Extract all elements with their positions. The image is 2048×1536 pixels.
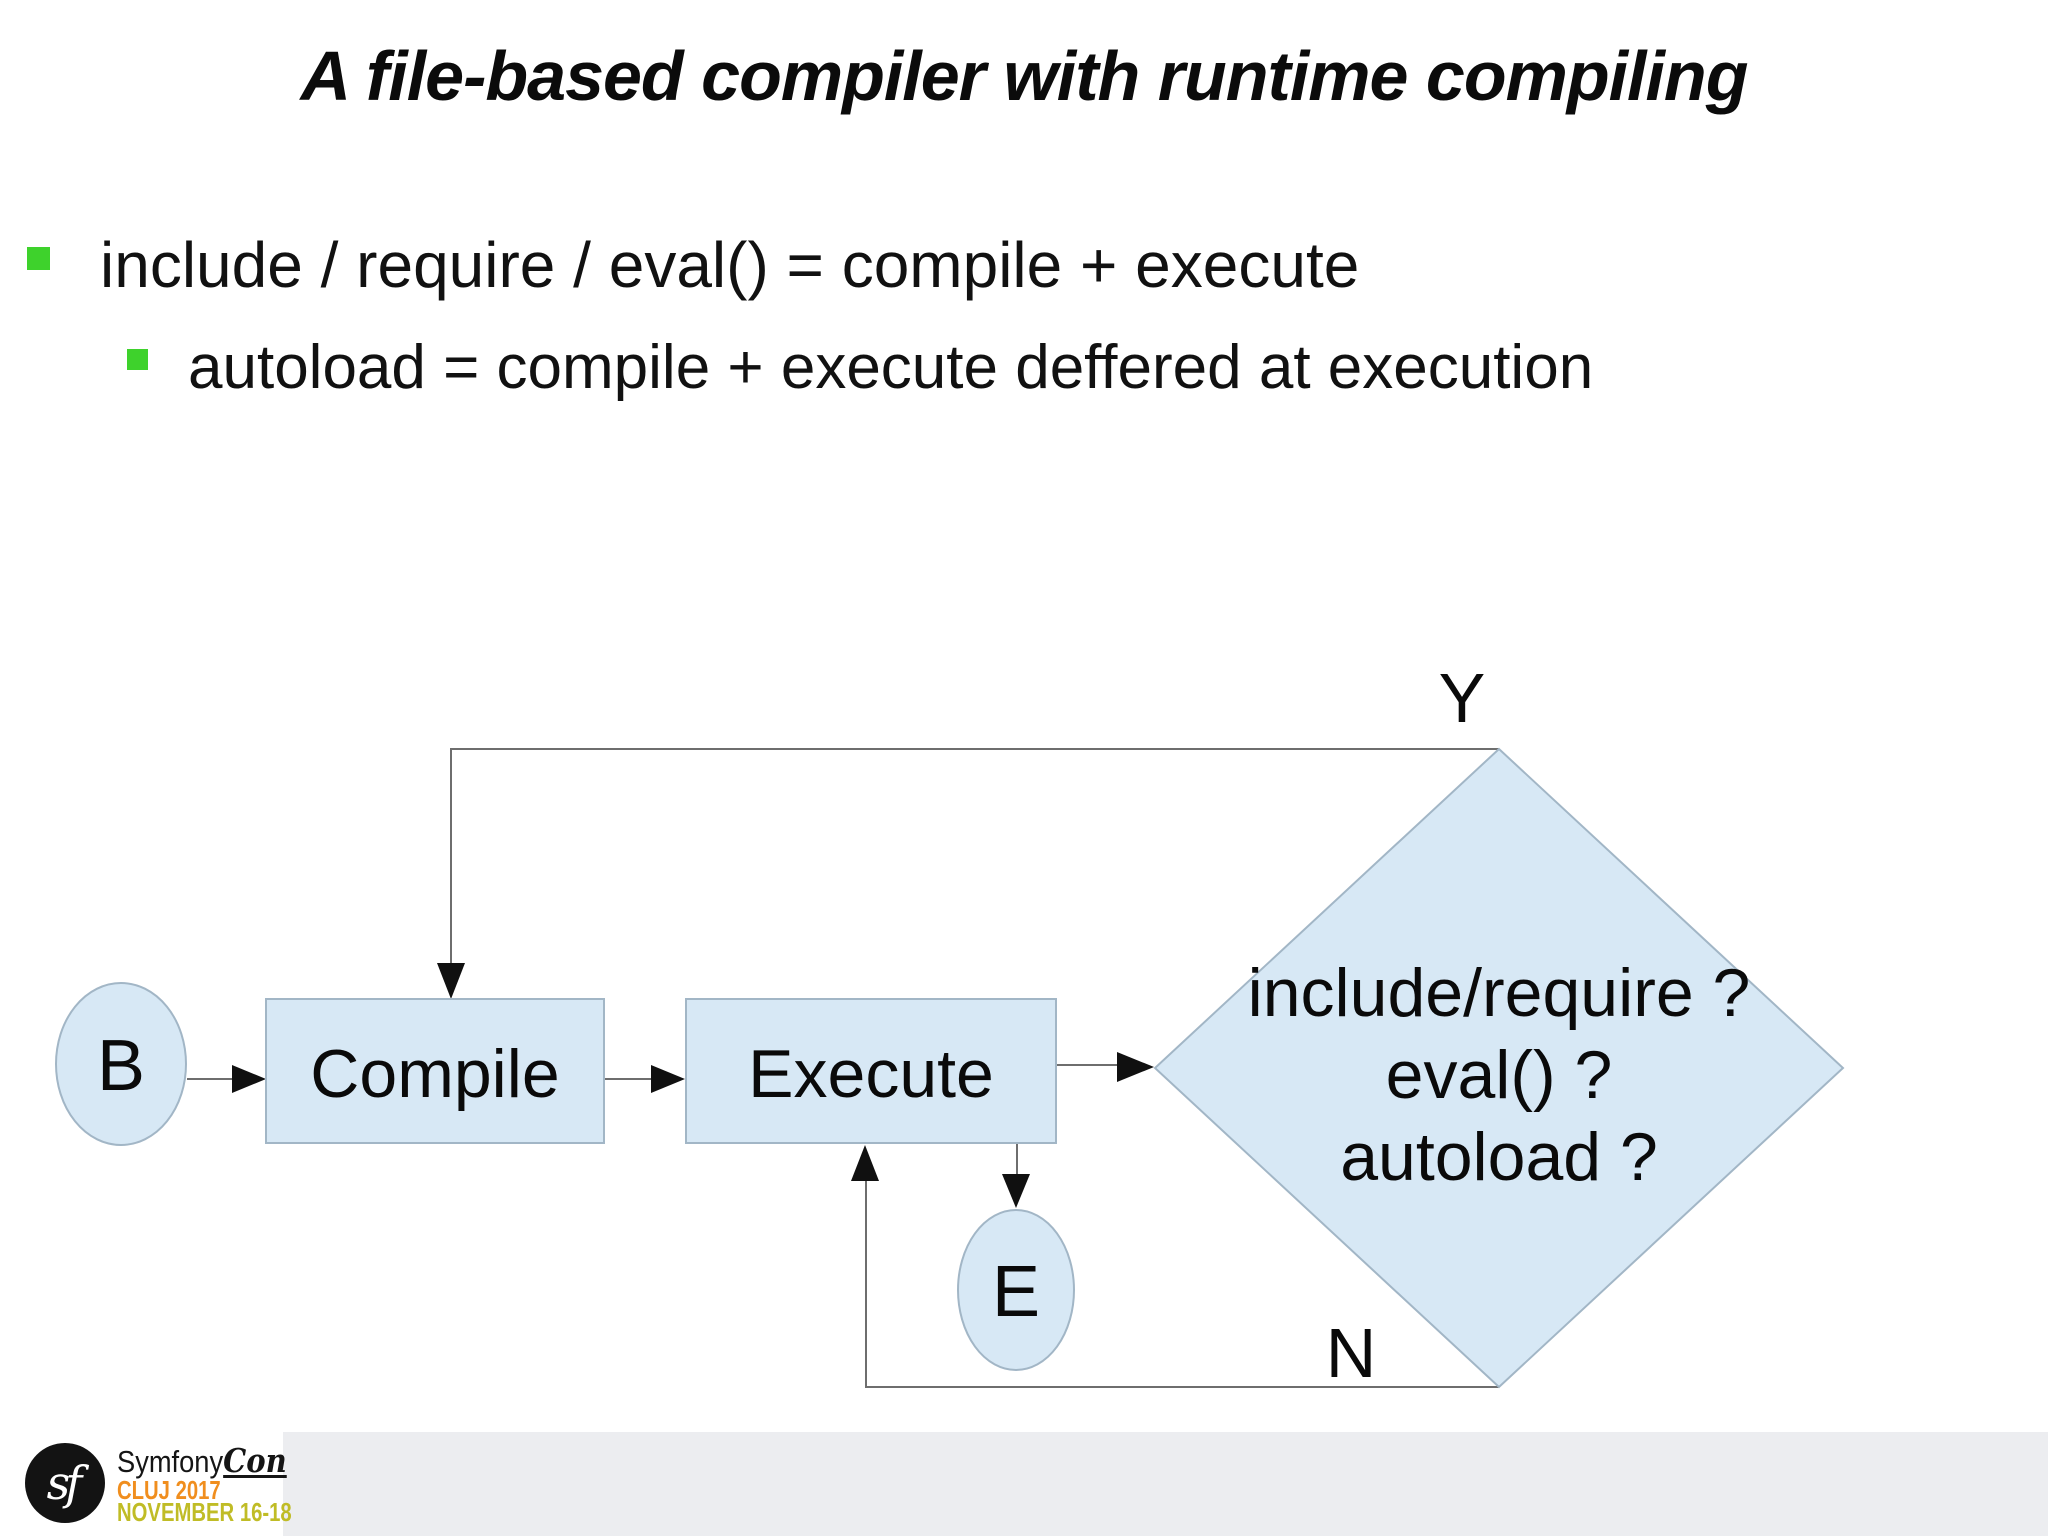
event-location: CLUJ 2017	[117, 1475, 221, 1505]
node-execute	[685, 998, 1057, 1144]
symfony-logo-icon: sf	[25, 1443, 105, 1523]
node-decision-line3: autoload ?	[1340, 1119, 1658, 1195]
footer-band	[283, 1432, 2048, 1536]
symfony-sf-glyph: sf	[46, 1456, 83, 1510]
node-begin	[55, 982, 187, 1146]
arrowhead-down-into-compile-icon	[437, 963, 465, 999]
edge-yes-line	[450, 748, 1499, 966]
arrowhead-up-into-execute-icon	[851, 1145, 879, 1181]
node-end	[957, 1209, 1075, 1371]
symfonycon-wordmark: SymfonyCon	[117, 1441, 287, 1480]
slide-title: A file-based compiler with runtime compi…	[300, 37, 1749, 115]
node-execute-label: Execute	[748, 1036, 994, 1112]
bullet-square-icon	[27, 247, 50, 270]
bullet-sub: autoload = compile + execute deffered at…	[188, 333, 1594, 402]
edge-label-yes: Y	[1439, 659, 1486, 737]
brand-symfony: Symfony	[117, 1444, 224, 1479]
node-decision	[1153, 747, 1845, 1389]
node-begin-label: B	[97, 1026, 145, 1106]
node-compile-label: Compile	[310, 1036, 559, 1112]
bullet-main: include / require / eval() = compile + e…	[100, 229, 1360, 301]
node-decision-line2: eval() ?	[1386, 1037, 1613, 1113]
arrowhead-right-into-execute-icon	[651, 1065, 685, 1093]
edge-no-line	[865, 1180, 1499, 1388]
arrowhead-down-into-end-icon	[1002, 1174, 1030, 1208]
arrowhead-right-into-compile-icon	[232, 1065, 266, 1093]
event-dates: NOVEMBER 16-18	[117, 1497, 292, 1527]
arrowhead-right-into-decision-icon	[1117, 1052, 1154, 1082]
edge-label-no: N	[1326, 1314, 1377, 1392]
node-compile	[265, 998, 605, 1144]
node-decision-line1: include/require ?	[1248, 955, 1751, 1031]
node-end-label: E	[992, 1252, 1040, 1332]
brand-con: Con	[223, 1441, 287, 1480]
sub-bullet-square-icon	[127, 349, 148, 370]
